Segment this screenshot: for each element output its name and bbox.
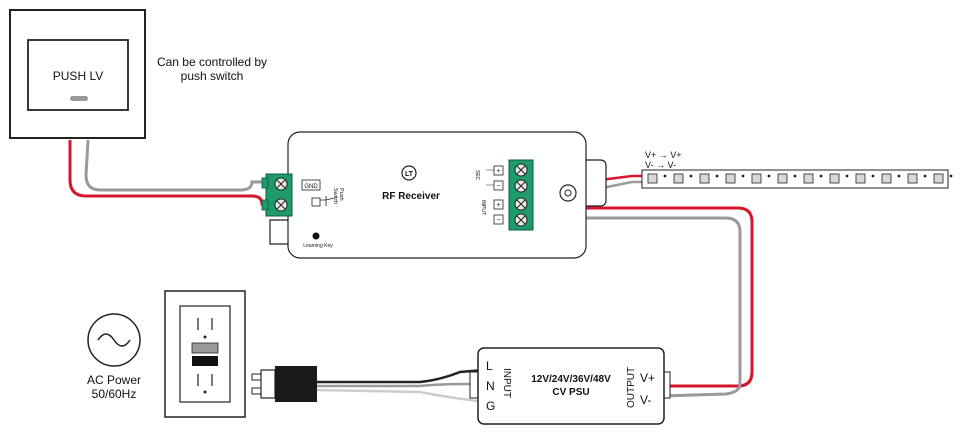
psu-output-label: OUTPUT: [626, 367, 637, 408]
led-resistor-dot: [871, 174, 875, 178]
ac-power-line2: 50/60Hz: [92, 387, 137, 401]
receiver-left-terminal: [261, 173, 293, 217]
led-chip: [881, 173, 892, 184]
ac-power-source: AC Power 50/60Hz: [87, 313, 141, 401]
led-resistor-dot: [845, 174, 849, 178]
receiver-left-ear: [269, 219, 290, 245]
led-resistor-dot: [767, 174, 771, 178]
led-chip: [725, 173, 736, 184]
mains-lightgray-wire: [315, 388, 485, 404]
led-chip: [751, 173, 762, 184]
led-chip: [907, 173, 918, 184]
push-switch-symbol: [320, 196, 335, 206]
push-button-indicator: [70, 96, 88, 101]
led-resistor-dot: [923, 174, 927, 178]
push-switch-caption-line1: Can be controlled by: [157, 55, 267, 69]
learning-key-label: Learning Key: [303, 243, 333, 249]
wall-outlet: [164, 290, 246, 418]
receiver-logo-text: LT: [405, 171, 414, 178]
psu-left-tab: [469, 371, 478, 399]
sec-minus-sign: −: [496, 183, 500, 190]
push-switch-caption-line2: push switch: [181, 69, 244, 83]
receiver-switch-label: Switch: [332, 188, 338, 204]
psu-vplus-terminal: V+: [640, 371, 655, 385]
led-chip: [673, 173, 684, 184]
mains-black-wire: [316, 368, 485, 384]
led-chip: [777, 173, 788, 184]
psu-right-tab: [664, 371, 671, 399]
outlet-reset-button: [192, 356, 218, 366]
input-plus-sign: +: [496, 202, 500, 209]
led-chip: [933, 173, 944, 184]
psu-input-label: INPUT: [501, 368, 512, 398]
led-resistor-dot: [793, 174, 797, 178]
psu-to-receiver-gray-wire: [530, 216, 742, 398]
receiver-logo: [401, 165, 417, 181]
psu-to-receiver-red-wire: [530, 206, 754, 388]
led-chip: [699, 173, 710, 184]
outlet-test-button: [191, 342, 219, 354]
led-resistor-dot: [949, 174, 953, 178]
psu-vminus-terminal: V-: [640, 393, 651, 407]
led-resistor-dot: [689, 174, 693, 178]
sec-plus-sign: +: [496, 168, 500, 175]
led-resistor-dot: [715, 174, 719, 178]
psu-voltage-label: 12V/24V/36V/48V: [531, 374, 611, 385]
receiver-right-ear: [584, 159, 607, 207]
receiver-title: RF Receiver: [382, 191, 440, 202]
led-resistor-dot: [741, 174, 745, 178]
led-vplus-label: V+ → V+: [645, 150, 682, 160]
push-switch: PUSH LV: [9, 9, 146, 139]
led-chip: [647, 173, 658, 184]
push-switch-red-wire: [68, 140, 268, 206]
push-switch-gray-wire: [84, 139, 268, 192]
mains-gray-wire: [316, 382, 484, 388]
push-switch-label: PUSH LV: [53, 69, 103, 83]
psu-n-terminal: N: [486, 379, 495, 393]
receiver-push-label: Push: [338, 188, 344, 201]
led-chip: [829, 173, 840, 184]
receiver-sec-label: SEC: [474, 170, 480, 181]
led-chip: [855, 173, 866, 184]
input-minus-sign: −: [496, 217, 500, 224]
receiver-gnd-label: GND: [304, 184, 318, 190]
learning-key-button: [312, 232, 320, 240]
receiver-right-terminal: [508, 159, 534, 231]
mains-plug: [251, 366, 317, 402]
psu-l-terminal: L: [486, 359, 493, 373]
sine-wave-icon: [97, 333, 131, 347]
psu-type-label: CV PSU: [552, 387, 589, 398]
led-vminus-label: V- → V-: [645, 160, 676, 170]
cv-psu: L N G INPUT 12V/24V/36V/48V CV PSU OUTPU…: [469, 347, 671, 425]
psu-g-terminal: G: [486, 399, 495, 413]
led-resistor-dot: [819, 174, 823, 178]
led-chip: [803, 173, 814, 184]
led-strip: [641, 169, 953, 189]
rf-receiver: GND Push Switch Learning Key LT RF Recei…: [261, 131, 607, 259]
ac-power-line1: AC Power: [87, 373, 141, 387]
led-resistor-dot: [663, 174, 667, 178]
receiver-input-label: INPUT: [480, 200, 486, 215]
led-resistor-dot: [897, 174, 901, 178]
